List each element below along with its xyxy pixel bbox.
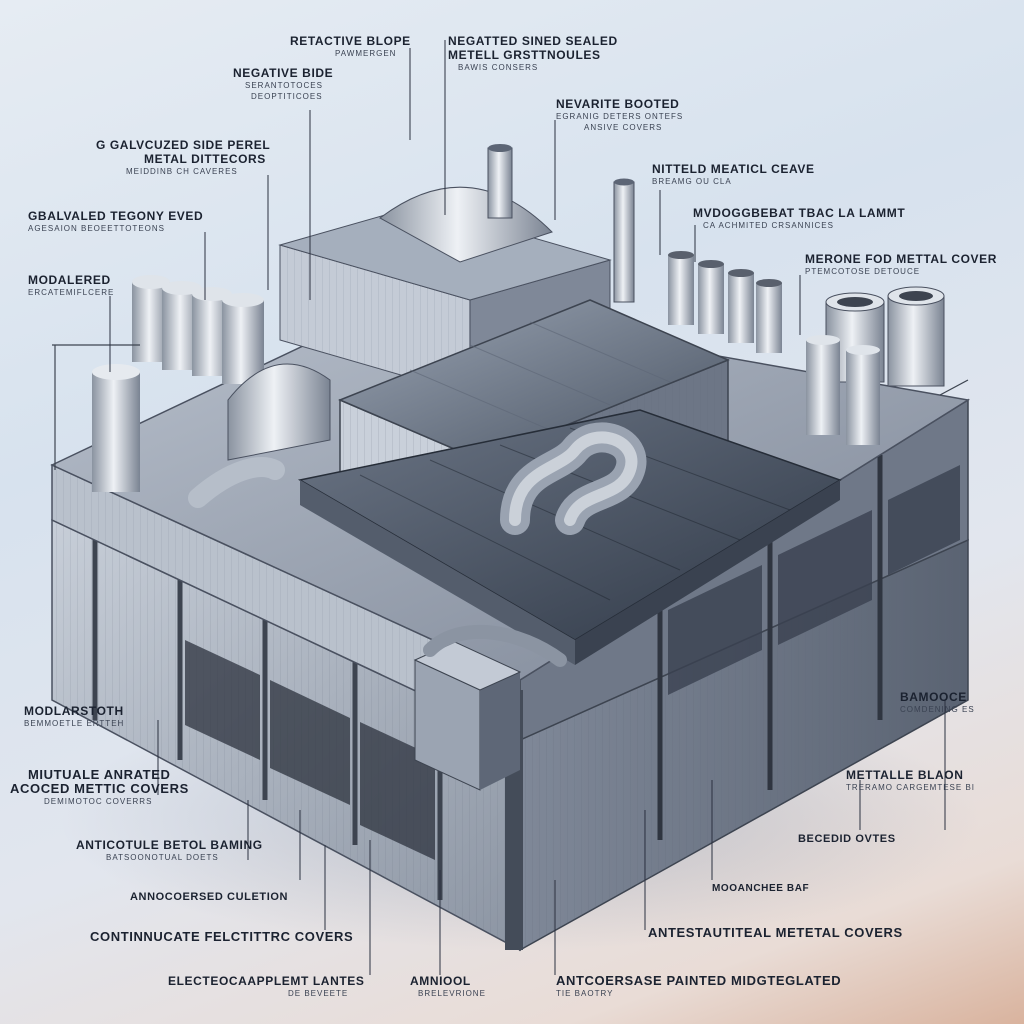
callout-title: NITTELD MEATICL CEAVE: [652, 162, 815, 176]
callout-sub: SERANTOTOCES: [245, 81, 323, 90]
callout-becedid-ovtes: BECEDID OVTES: [798, 832, 896, 846]
callout-antcoersase-painted: ANTCOERSASE PAINTED MIDGTEGLATED TIE BAO…: [556, 974, 841, 999]
callout-title: METTALLE BLAON: [846, 768, 964, 782]
callout-miutuale-anrated: MIUTUALE ANRATED ACOCED METTIC COVERS DE…: [10, 768, 189, 807]
callout-sub: BREAMG OU CLA: [652, 177, 732, 186]
callout-sub: PAWMERGEN: [335, 49, 397, 58]
callout-sub: AGESAION BEOEETTOTEONS: [28, 224, 165, 233]
front-machinery: [413, 624, 567, 791]
left-openings: [185, 640, 435, 860]
callout-sub: TRERAMO CARGEMTESE BI: [846, 783, 976, 792]
callout-title: NEVARITE BOOTED: [556, 97, 680, 111]
callout-continnucate-covers: CONTINNUCATE FELCTITTRC COVERS: [90, 930, 353, 944]
main-hall-roof: [338, 299, 730, 461]
callout-title: ANTICOTULE BETOL BAMING: [76, 838, 263, 852]
callout-sub: BEMMOETLE ERTTEH: [24, 719, 125, 728]
callout-sub: CA ACHMITED CRSANNICES: [703, 221, 834, 230]
callout-title: ANTESTAUTITEAL METETAL COVERS: [648, 925, 903, 940]
callout-gbalvaled-tegony-eved: GBALVALED TEGONY EVED AGESAION BEOEETTOT…: [28, 209, 203, 234]
callout-title: RETACTIVE BLOPE: [290, 34, 411, 48]
callout-mettalle-blaon: METTALLE BLAON TRERAMO CARGEMTESE BI: [846, 768, 975, 793]
callout-title: MODALERED: [28, 273, 111, 287]
callout-nitteld-meaticl-ceave: NITTELD MEATICL CEAVE BREAMG OU CLA: [652, 162, 815, 187]
callout-sub: MEIDDINB CH CAVERES: [126, 167, 238, 176]
callout-sub: BAWIS CONSERS: [458, 63, 539, 72]
callout-mooanchee-baf: MOOANCHEE BAF: [712, 882, 809, 896]
callout-sub: DE BEVEETE: [288, 989, 349, 998]
callout-merone-fod-metal-cover: MERONE FOD METTAL COVER PTEMCOTOSE DETOU…: [805, 252, 997, 277]
roof-railings: [52, 344, 969, 470]
callout-galvcuzed-side-perel: G GALVCUZED SIDE PEREL METAL DITTECORS M…: [96, 138, 270, 177]
stacks-row: [668, 251, 782, 353]
callout-title: GBALVALED TEGONY EVED: [28, 209, 204, 223]
storage-tank-left: [92, 364, 140, 492]
leader-lines: [109, 40, 946, 975]
callout-sub: PTEMCOTOSE DETOUCE: [805, 267, 921, 276]
callout-retactive-blope: RETACTIVE BLOPE PAWMERGEN: [290, 34, 411, 59]
right-openings: [668, 465, 960, 695]
callout-title: MERONE FOD METTAL COVER: [805, 252, 998, 266]
callout-sub: COMDENING ES: [900, 705, 975, 714]
callout-title: NEGATTED SINED SEALED: [448, 34, 618, 48]
callout-title: BECEDID OVTES: [798, 833, 896, 845]
callout-sub: ERCATEMIFLCERE: [28, 288, 115, 297]
callout-electeocaapplemt-lantes: ELECTEOCAAPPLEMT LANTES DE BEVEETE: [168, 974, 364, 999]
callout-title: MIUTUALE ANRATED: [28, 767, 171, 782]
callout-title-2: METELL GRSTTNOULES: [448, 48, 601, 62]
flue-tall: [613, 181, 635, 303]
callout-anticotule-betol-baming: ANTICOTULE BETOL BAMING BATSOONOTUAL DOE…: [76, 838, 263, 863]
callout-sub: EGRANIG DETERS ONTEFS: [556, 112, 684, 121]
callout-sub: TIE BAOTRY: [556, 989, 614, 998]
callout-amniool: AMNIOOL BRELEVRIONE: [410, 974, 486, 999]
callout-title: BAMOOCE: [900, 690, 967, 704]
callout-mvdoggbebat-tbac: MVDOGGBEBAT TBAC LA LAMMT CA ACHMITED CR…: [693, 206, 905, 231]
callout-sub-2: ANSIVE COVERS: [584, 123, 663, 132]
callout-title: ELECTEOCAAPPLEMT LANTES: [168, 974, 365, 988]
chimney-stack: [487, 147, 513, 219]
callout-sub: BATSOONOTUAL DOETS: [106, 853, 219, 862]
callout-title: G GALVCUZED SIDE PEREL: [96, 138, 271, 152]
callout-nevarite-booted: NEVARITE BOOTED EGRANIG DETERS ONTEFS AN…: [556, 97, 683, 133]
callout-title-2: ACOCED METTIC COVERS: [10, 781, 189, 796]
callout-bamooce: BAMOOCE COMDENING ES: [900, 690, 975, 715]
callout-title: NEGATIVE BIDE: [233, 66, 334, 80]
callout-negatted-sined-sealed: NEGATTED SINED SEALED METELL GRSTTNOULES…: [448, 34, 618, 73]
callout-modlarstoth: MODLARSTOTH BEMMOETLE ERTTEH: [24, 704, 124, 729]
callout-title: ANTCOERSASE PAINTED MIDGTEGLATED: [556, 973, 842, 988]
canopy-front-face: [300, 480, 575, 665]
callout-sub: BRELEVRIONE: [418, 989, 486, 998]
callout-title: ANNOCOERSED CULETION: [130, 891, 289, 903]
arched-annex: [227, 363, 331, 461]
callout-sub-2: DEOPTITICOES: [251, 92, 323, 101]
callout-title-2: METAL DITTECORS: [144, 152, 266, 166]
callout-negative-bide: NEGATIVE BIDE SERANTOTOCES DEOPTITICOES: [233, 66, 333, 102]
callout-antestautiteal-covers: ANTESTAUTITEAL METETAL COVERS: [648, 926, 903, 940]
callout-sub: DEMIMOTOC COVERRS: [44, 797, 153, 806]
callout-title: MVDOGGBEBAT TBAC LA LAMMT: [693, 206, 906, 220]
callout-title: MOOANCHEE BAF: [712, 883, 810, 894]
callout-title: MODLARSTOTH: [24, 704, 124, 718]
callout-title: AMNIOOL: [410, 974, 471, 988]
callout-modalered: MODALERED ERCATEMIFLCERE: [28, 273, 114, 298]
silo-group: [132, 275, 264, 384]
callout-title: CONTINNUCATE FELCTITTRC COVERS: [90, 929, 354, 944]
callout-annocoersed-culetion: ANNOCOERSED CULETION: [130, 890, 288, 904]
duct-pipes: [188, 422, 647, 535]
large-silos-right: [806, 286, 945, 445]
